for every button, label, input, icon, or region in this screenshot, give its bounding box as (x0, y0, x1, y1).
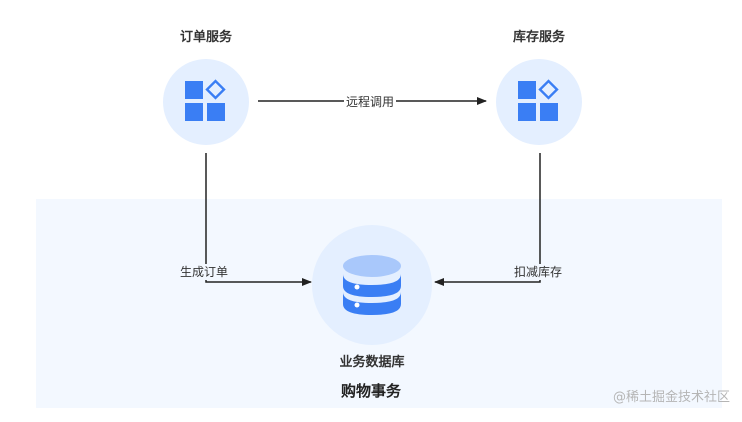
edge-label-deduct-inventory: 扣减库存 (512, 264, 565, 280)
edge-label-remote-call: 远程调用 (344, 94, 397, 110)
inventory-service-node[interactable] (496, 59, 582, 145)
business-db-title: 业务数据库 (339, 355, 405, 370)
edge-label-create-order: 生成订单 (178, 264, 231, 280)
inventory-service-title: 库存服务 (512, 30, 565, 45)
app-grid-icon (518, 79, 559, 121)
order-service-node[interactable] (163, 59, 249, 145)
order-service-title: 订单服务 (179, 30, 232, 45)
database-icon (343, 255, 401, 315)
edge-deduct-inventory (434, 153, 541, 286)
transaction-title: 购物事务 (340, 382, 401, 400)
business-db-node[interactable] (312, 225, 432, 345)
edge-create-order (205, 153, 312, 286)
watermark: @稀土掘金技术社区 (612, 390, 730, 405)
app-grid-icon (185, 79, 226, 121)
